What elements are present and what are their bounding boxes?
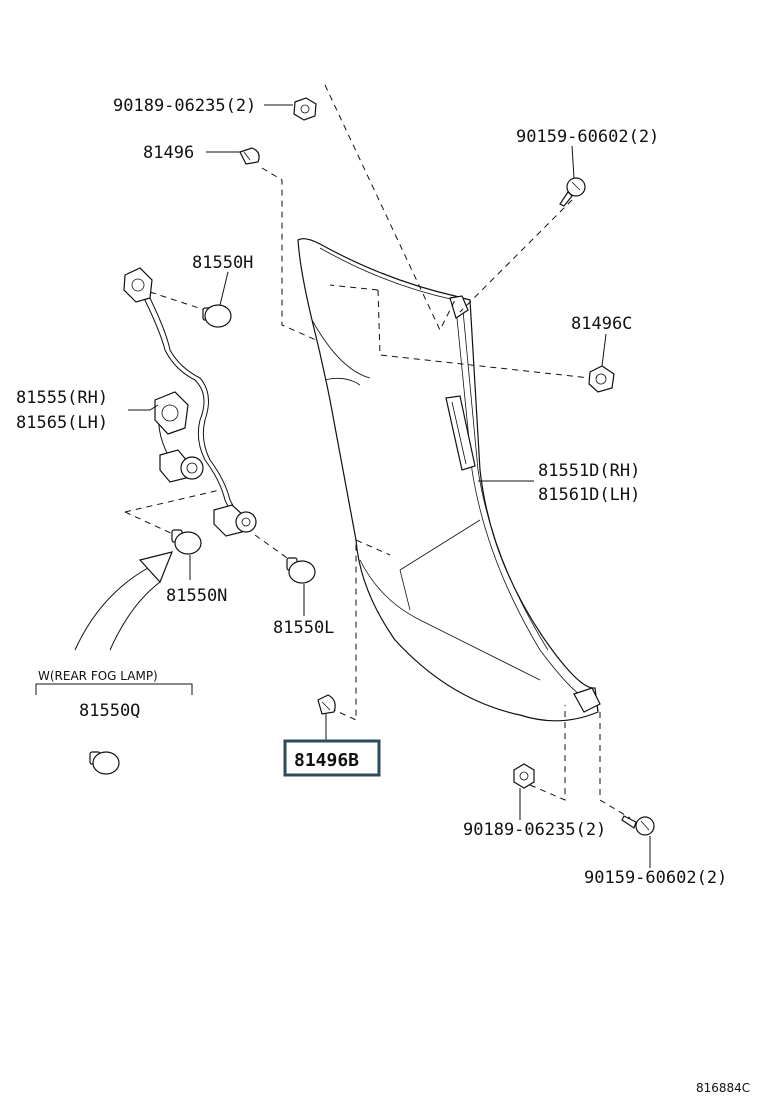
clip-81496B-icon (317, 694, 336, 715)
label-90189-top: 90189-06235(2) (113, 96, 256, 116)
label-81561D: 81561D(LH) (538, 485, 640, 505)
label-81550L: 81550L (273, 618, 334, 638)
label-81550N: 81550N (166, 586, 227, 606)
label-81496B: 81496B (294, 750, 359, 771)
label-90159-top: 90159-60602(2) (516, 127, 659, 147)
nut-90189-bottom-icon (513, 763, 535, 789)
socket-harness-icon (123, 267, 257, 537)
leader-lines (35, 104, 651, 868)
label-81551D: 81551D(RH) (538, 461, 640, 481)
label-90189-bottom: 90189-06235(2) (463, 820, 606, 840)
label-81550Q: 81550Q (79, 701, 140, 721)
label-90159-bottom: 90159-60602(2) (584, 868, 727, 888)
bulb-81550H-icon (202, 304, 232, 328)
nut-90189-top-icon (293, 97, 317, 121)
label-81550H: 81550H (192, 253, 253, 273)
curved-arrow (74, 551, 173, 651)
clip-81496C-icon (588, 365, 615, 393)
diagram-ref-code: 816884C (696, 1081, 750, 1095)
label-81555: 81555(RH) (16, 388, 108, 408)
bulb-81550N-icon (171, 529, 202, 555)
clip-81496-icon (239, 147, 260, 165)
label-81496C: 81496C (571, 314, 632, 334)
bulb-81550Q-icon (89, 751, 120, 775)
screw-90159-top-icon (559, 177, 586, 207)
note-rear-fog-lamp: W(REAR FOG LAMP) (38, 669, 158, 683)
assembly-lines (124, 84, 631, 819)
label-81565: 81565(LH) (16, 413, 108, 433)
highlight-box (283, 739, 381, 777)
screw-90159-bottom-icon (621, 815, 655, 836)
label-81496: 81496 (143, 143, 194, 163)
bulb-81550L-icon (286, 557, 316, 584)
